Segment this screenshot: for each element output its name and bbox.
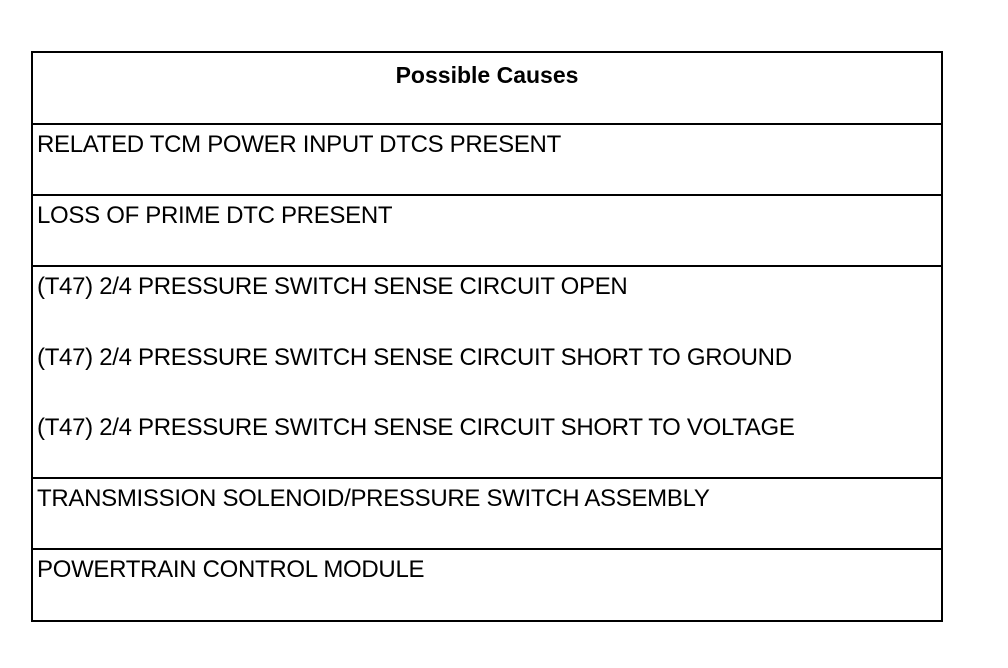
table-row: (T47) 2/4 PRESSURE SWITCH SENSE CIRCUIT … (33, 267, 941, 479)
table-row: LOSS OF PRIME DTC PRESENT (33, 196, 941, 267)
table-header: Possible Causes (33, 53, 941, 125)
table-row: POWERTRAIN CONTROL MODULE (33, 550, 941, 620)
cause-text: RELATED TCM POWER INPUT DTCS PRESENT (37, 131, 561, 158)
cause-text: (T47) 2/4 PRESSURE SWITCH SENSE CIRCUIT … (37, 343, 792, 371)
cause-text: POWERTRAIN CONTROL MODULE (37, 556, 425, 583)
possible-causes-table: Possible Causes RELATED TCM POWER INPUT … (31, 51, 943, 622)
cause-text: (T47) 2/4 PRESSURE SWITCH SENSE CIRCUIT … (37, 414, 795, 441)
cause-text: TRANSMISSION SOLENOID/PRESSURE SWITCH AS… (37, 485, 710, 512)
cause-text: LOSS OF PRIME DTC PRESENT (37, 202, 393, 229)
table-row: RELATED TCM POWER INPUT DTCS PRESENT (33, 125, 941, 196)
cause-text: (T47) 2/4 PRESSURE SWITCH SENSE CIRCUIT … (37, 273, 628, 300)
table-row: TRANSMISSION SOLENOID/PRESSURE SWITCH AS… (33, 479, 941, 550)
